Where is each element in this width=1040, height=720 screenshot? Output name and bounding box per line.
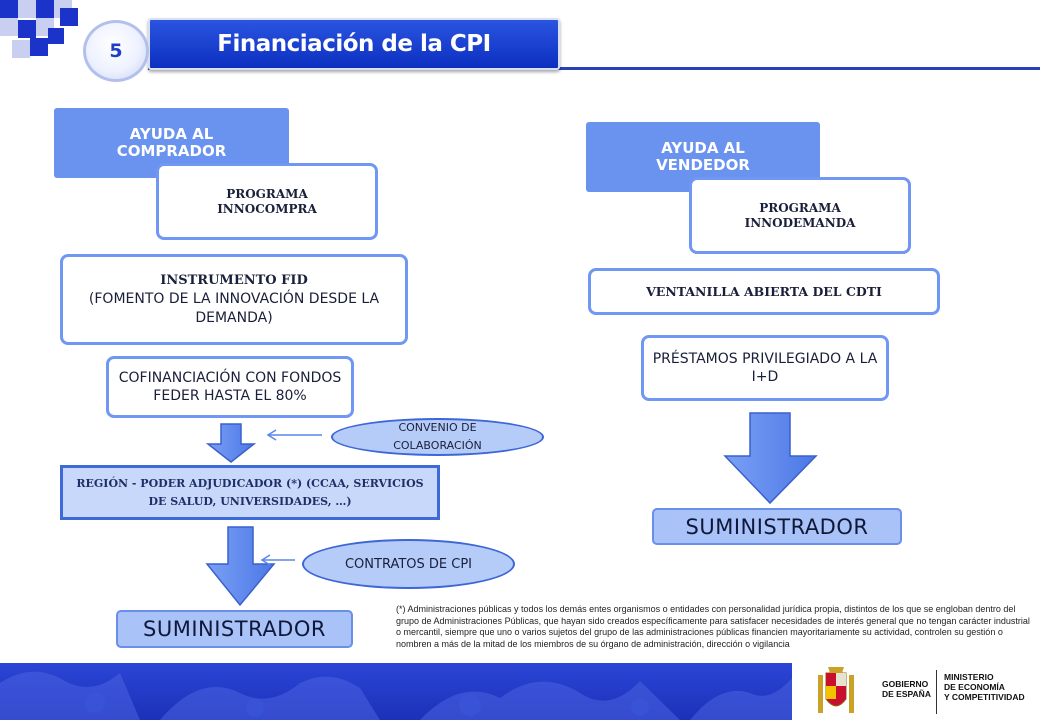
innocompra-program-box: PROGRAMA INNOCOMPRA	[156, 163, 378, 240]
page-title: Financiación de la CPI	[217, 31, 491, 57]
cpi-contracts-oval: CONTRATOS DE CPI	[302, 539, 515, 589]
right-supplier-box: SUMINISTRADOR	[652, 508, 902, 545]
privileged-loans-box: PRÉSTAMOS PRIVILEGIADO A LA I+D	[641, 335, 889, 401]
section-number-badge: 5	[83, 20, 149, 82]
down-arrow-icon	[205, 423, 257, 463]
footnote-text: (*) Administraciones públicas y todos lo…	[396, 604, 1030, 649]
title-bar: Financiación de la CPI	[148, 18, 560, 70]
government-logo-panel: GOBIERNO DE ESPAÑA MINISTERIO DE ECONOMÍ…	[792, 663, 1040, 720]
fid-instrument-box: INSTRUMENTO FID (FOMENTO DE LA INNOVACIÓ…	[60, 254, 408, 345]
spanish-coat-of-arms-icon	[818, 667, 854, 713]
cofinancing-box: COFINANCIACIÓN CON FONDOS FEDER HASTA EL…	[106, 356, 354, 418]
section-number: 5	[109, 40, 123, 62]
header-rule	[148, 67, 1040, 70]
down-arrow-icon	[723, 412, 818, 505]
innodemanda-program-box: PROGRAMA INNODEMANDA	[689, 177, 911, 254]
cdti-window-box: VENTANILLA ABIERTA DEL CDTI	[588, 268, 940, 315]
government-label: GOBIERNO DE ESPAÑA	[882, 679, 931, 699]
down-arrow-icon	[205, 526, 276, 607]
left-supplier-box: SUMINISTRADOR	[116, 610, 353, 648]
logo-divider	[936, 670, 937, 714]
heraldic-pattern-icon	[0, 671, 792, 720]
agreement-oval: CONVENIO DE COLABORACIÓN	[331, 418, 544, 456]
ministry-label: MINISTERIO DE ECONOMÍA Y COMPETITIVIDAD	[944, 672, 1025, 702]
region-contracting-authority-box: REGIÓN - PODER ADJUDICADOR (*) (CCAA, SE…	[60, 465, 440, 520]
